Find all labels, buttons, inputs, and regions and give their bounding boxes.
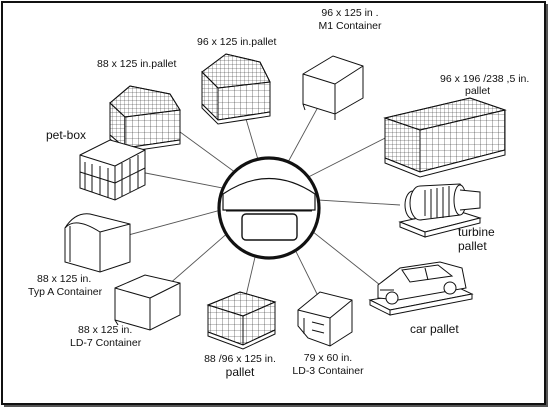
pallet-96x196-icon: [383, 97, 507, 178]
label-pallet-96x196-line2: pallet: [465, 85, 491, 97]
ld3-container-icon: [297, 291, 353, 347]
label-pallet-88-96-line2: pallet: [225, 365, 255, 379]
pallet-96x125-icon: [201, 53, 271, 125]
label-ld7-line1: 88 x 125 in.: [78, 324, 133, 336]
label-m1-line1: 96 x 125 in .: [321, 7, 379, 19]
label-pallet-88x125: 88 x 125 in.pallet: [97, 58, 177, 70]
pallet-88x125-icon: [109, 85, 181, 153]
label-typ-a-line1: 88 x 125 in.: [37, 273, 92, 285]
car-pallet-icon: [368, 261, 474, 316]
label-pallet-96x125: 96 x 125 in.pallet: [197, 36, 277, 48]
pet-box-icon: [79, 139, 146, 201]
label-ld3-line1: 79 x 60 in.: [303, 352, 353, 364]
fuselage-cross-section: [217, 156, 321, 260]
label-turbine-line1: turbine: [458, 225, 495, 239]
label-ld7-line2: LD-7 Container: [70, 337, 142, 349]
pallet-88-96x125-icon: [206, 291, 277, 350]
turbine-pallet-icon: [398, 183, 482, 238]
label-m1-line2: M1 Container: [318, 20, 382, 32]
label-turbine-line2: pallet: [458, 239, 487, 253]
typ-a-container-icon: [64, 213, 131, 273]
label-pet-box: pet-box: [46, 128, 87, 142]
label-car-pallet: car pallet: [410, 322, 459, 336]
label-pallet-88-96-line1: 88 /96 x 125 in.: [204, 353, 276, 365]
ld7-container-icon: [114, 274, 181, 331]
label-pallet-96x196-line1: 96 x 196 /238 ,5 in.: [440, 73, 530, 85]
label-ld3-line2: LD-3 Container: [292, 365, 364, 377]
m1-container-icon: [302, 55, 364, 120]
label-typ-a-line2: Typ A Container: [28, 286, 103, 298]
